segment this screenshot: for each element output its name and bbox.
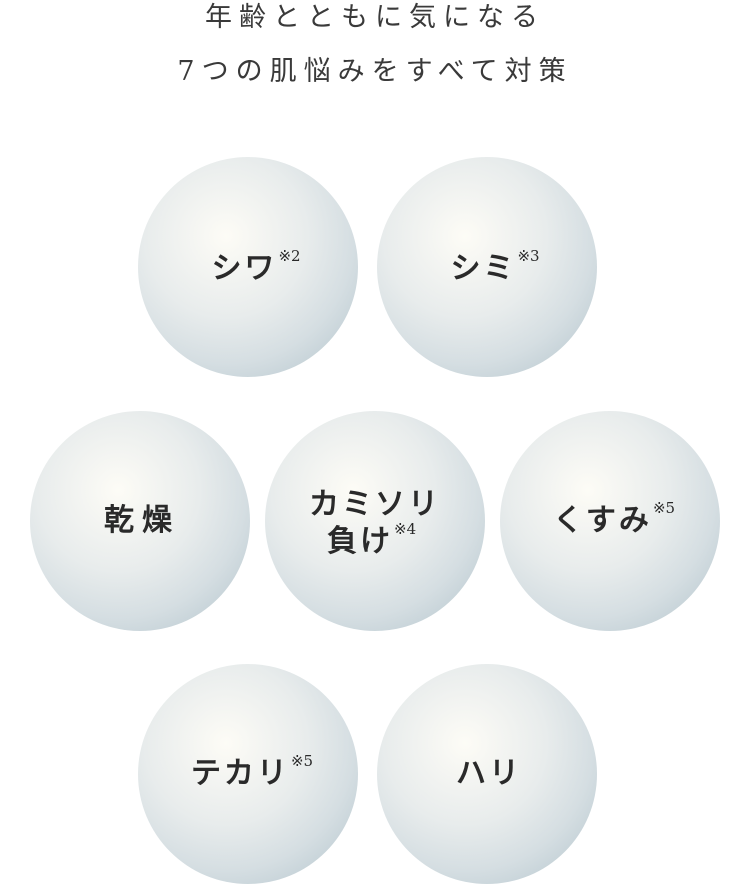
concern-label: カミソリ 負け※4 xyxy=(309,486,441,560)
footnote-marker: ※2 xyxy=(278,247,301,266)
concern-dullness[interactable]: くすみ※5 xyxy=(500,411,720,631)
footnote-marker: ※4 xyxy=(394,520,417,538)
concern-label: ハリ xyxy=(456,756,522,792)
concern-oiliness[interactable]: テカリ※5 xyxy=(138,664,358,884)
concern-firmness[interactable]: ハリ xyxy=(377,664,597,884)
concern-label: くすみ※5 xyxy=(552,499,676,539)
footnote-marker: ※5 xyxy=(290,752,314,771)
concern-label: 乾燥 xyxy=(104,503,180,539)
heading-line-1: 年齢とともに気になる xyxy=(205,2,545,33)
footnote-marker: ※3 xyxy=(517,247,540,266)
concern-razor-burn[interactable]: カミソリ 負け※4 xyxy=(265,411,485,631)
concern-label: シワ※2 xyxy=(211,247,301,287)
concern-label: テカリ※5 xyxy=(190,752,314,792)
concern-dryness[interactable]: 乾燥 xyxy=(30,411,250,631)
concern-label: シミ※3 xyxy=(450,247,540,287)
concern-spots[interactable]: シミ※3 xyxy=(377,157,597,377)
footnote-marker: ※5 xyxy=(652,499,676,518)
concern-wrinkles[interactable]: シワ※2 xyxy=(138,157,358,377)
heading-line-2: 7つの肌悩みをすべて対策 xyxy=(177,56,573,87)
